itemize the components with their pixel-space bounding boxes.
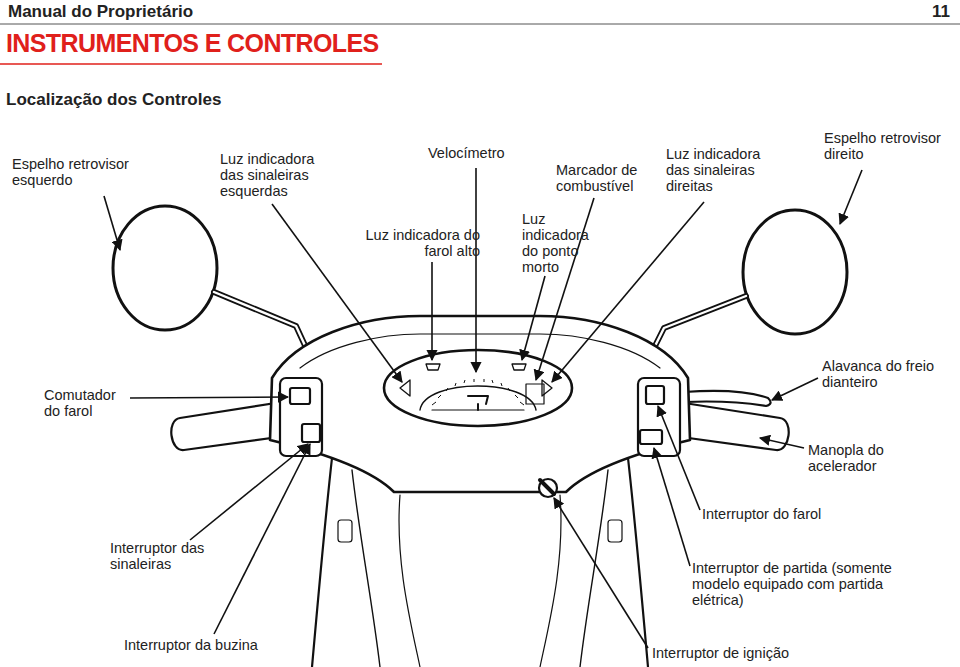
page-header: Manual do Proprietário (8, 3, 308, 22)
body-line (580, 470, 608, 667)
part-label: Marcador de combustível (556, 163, 660, 195)
leader-line (104, 196, 120, 250)
leader-line (654, 448, 690, 566)
speedometer-ticks (432, 379, 524, 405)
part-label: Luz indicadora do ponto morto (522, 212, 600, 276)
part-label: Interruptor do farol (702, 507, 882, 523)
speedometer-needle (468, 396, 488, 410)
body-detail (338, 520, 352, 542)
instrument-panel (384, 350, 572, 426)
mirror-stem (214, 292, 308, 352)
leader-line (760, 438, 804, 448)
leader-line (772, 378, 818, 400)
leader-line (190, 444, 308, 540)
body-detail (608, 520, 622, 542)
right-mirror (743, 210, 847, 334)
body-line (399, 495, 420, 667)
leader-line (522, 276, 545, 360)
neutral-lamp (512, 364, 526, 370)
mirror-stem (214, 292, 308, 352)
body-line (312, 458, 332, 667)
part-label: Luz indicadora do farol alto (362, 228, 480, 260)
turn-signal-switch (302, 424, 320, 442)
part-label: Interruptor de partida (somente modelo e… (692, 561, 892, 609)
leader-line (431, 262, 433, 360)
leader-line (554, 498, 648, 648)
headlight-switch (646, 386, 664, 404)
leader-line (214, 444, 310, 634)
part-label: Velocímetro (428, 146, 538, 162)
part-label: Luz indicadora das sinaleiras direitas (666, 147, 778, 195)
section-subtitle: Localização dos Controles (6, 91, 306, 110)
part-label: Manopla do acelerador (808, 443, 918, 475)
right-grip (674, 402, 789, 450)
part-label: Interruptor das sinaleiras (110, 541, 234, 573)
left-mirror (113, 206, 217, 330)
left-grip (171, 402, 286, 450)
mirror-stem (652, 296, 746, 352)
title-rule (0, 63, 382, 65)
left-switch-housing (280, 378, 322, 456)
part-label: Luz indicadora das sinaleiras esquerdas (220, 152, 332, 200)
body-line (628, 458, 648, 667)
leader-line (475, 168, 477, 372)
part-label: Alavanca do freio dianteiro (822, 359, 956, 391)
body-line (352, 470, 380, 667)
header-rule (0, 24, 960, 25)
handlebar-cover (270, 316, 690, 492)
ignition-key (540, 480, 554, 494)
speedometer-dial (420, 386, 536, 410)
page-number: 11 (900, 3, 950, 22)
part-label: Espelho retrovisor esquerdo (12, 157, 162, 189)
section-title: INSTRUMENTOS E CONTROLES (6, 30, 466, 58)
part-label: Interruptor de ignição (652, 646, 832, 662)
part-label: Interruptor da buzina (124, 638, 304, 654)
mirror-stem (652, 296, 746, 352)
part-label: Espelho retrovisor direito (824, 131, 956, 163)
body-line (540, 495, 561, 667)
leader-line (840, 170, 862, 224)
leader-line (658, 406, 700, 510)
headlight-dimmer-switch (290, 388, 310, 404)
brake-lever (684, 391, 771, 406)
leader-line (130, 397, 288, 398)
starter-switch (640, 430, 662, 444)
fuel-gauge (526, 384, 544, 404)
part-label: Comutador do farol (44, 388, 134, 420)
high-beam-lamp (426, 364, 440, 370)
ignition-switch (539, 479, 557, 497)
left-signal-lamp (400, 380, 410, 396)
